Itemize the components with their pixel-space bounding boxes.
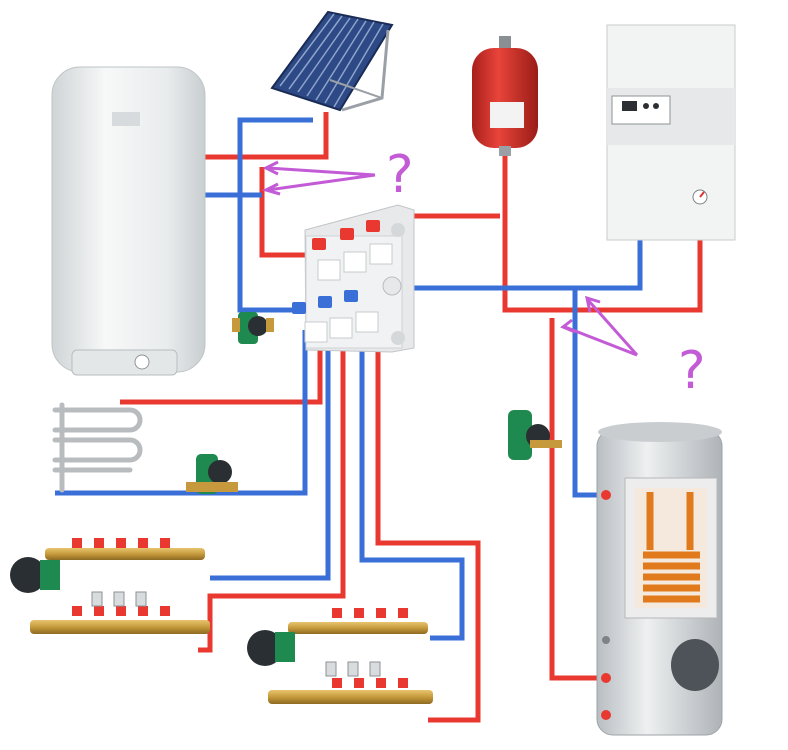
pipe-tank-cold <box>572 288 605 498</box>
question-mark-right: ? <box>678 341 706 401</box>
arrow-right-top <box>586 299 639 356</box>
electric-boiler <box>606 24 736 241</box>
circulation-pump-towel <box>186 454 238 494</box>
pipe-manifold2-hot <box>375 272 481 723</box>
pipe-manifold2-cold <box>359 340 465 641</box>
arrow-left-bottom <box>267 173 376 192</box>
blue-valve-handles <box>292 290 358 314</box>
pipe-manifold1-hot <box>198 340 346 653</box>
circulation-pump <box>232 312 274 344</box>
pipe-expansion-down <box>502 148 703 313</box>
pipe-tank-hot <box>549 318 605 681</box>
indirect-hot-water-tank <box>596 422 723 736</box>
pipe-towel-cold <box>55 330 308 496</box>
towel-radiator <box>52 402 143 493</box>
underfloor-manifold-2 <box>247 608 433 704</box>
electric-water-heater <box>51 66 206 376</box>
solar-collector <box>270 10 394 112</box>
underfloor-manifold <box>10 538 210 634</box>
expansion-tank <box>472 36 538 156</box>
arrow-left-top <box>267 166 376 177</box>
pipe-solar-cold <box>237 117 313 195</box>
annotation-arrows <box>261 160 639 357</box>
pipe-boiler-return <box>237 195 300 313</box>
red-valve-handles <box>312 220 380 250</box>
pipe-manifold1-cold <box>210 340 331 581</box>
pipe-solar-hot <box>205 112 329 160</box>
arrow-right-bottom <box>564 325 638 357</box>
question-mark-left: ? <box>386 145 414 205</box>
circulation-pump-tank <box>508 410 562 460</box>
pipe-eboiler-cold <box>395 238 643 291</box>
hydraulic-distributor <box>292 204 415 353</box>
